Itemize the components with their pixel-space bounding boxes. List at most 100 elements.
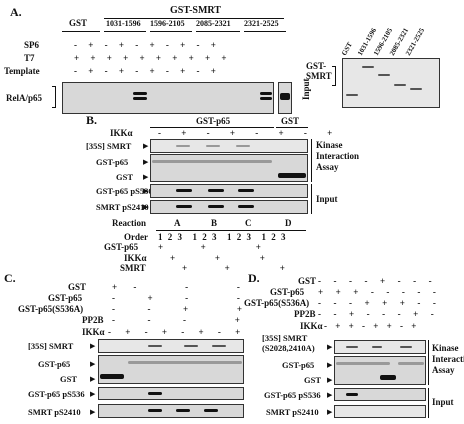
pointer-arrow-icon: ▶	[143, 203, 149, 211]
panel-b-blot-ps2410	[150, 200, 308, 214]
panel-b-ikk-signs: - + - + - + - +	[158, 128, 333, 138]
panel-d-top-label: GST-p65(S536A)	[244, 298, 310, 308]
panel-d-section-rule	[428, 340, 429, 385]
panel-d-top-signs: - - - - + - - -	[318, 276, 432, 286]
panel-c-top-signs: - - - +	[112, 315, 240, 325]
panel-b-reaction-d: D	[285, 218, 292, 228]
panel-a-row-sp6-label: SP6	[24, 40, 40, 50]
panel-b-order-row-values: + + +	[182, 263, 285, 273]
panel-b-blot-smrt	[150, 139, 308, 153]
panel-c-band	[148, 392, 162, 395]
panel-c-top-label: PP2B	[82, 315, 104, 325]
panel-d-band	[372, 346, 382, 348]
panel-d-row-label: GST-p65 pS536	[264, 390, 321, 400]
panel-b-band	[176, 189, 192, 192]
panel-c-band	[128, 361, 242, 364]
panel-b-band	[278, 173, 306, 178]
panel-b-order-numbers: 1 2 3 1 2 3 1 2 3 1 2 3	[158, 232, 286, 242]
panel-a-blot-label: RelA/p65	[6, 93, 42, 103]
panel-b-band	[238, 189, 254, 192]
panel-d-top-signs: + + + - - - - -	[318, 287, 436, 297]
panel-a-row-t7-label: T7	[24, 53, 35, 63]
panel-b-band	[152, 160, 272, 163]
panel-d-band	[380, 375, 396, 380]
panel-c-band	[204, 409, 218, 412]
panel-b-blot-ps536	[150, 184, 308, 198]
panel-a-fragment-3: 2085-2321	[196, 19, 231, 28]
panel-b-band	[238, 205, 254, 208]
panel-b-row-label: GST-p65	[96, 157, 129, 167]
panel-b-band	[208, 189, 224, 192]
panel-c-top-signs: - + - -	[112, 293, 240, 303]
panel-b-section-kinase: Kinase Interaction Assay	[316, 140, 359, 172]
panel-a-gel-band	[394, 84, 406, 86]
panel-a-gel-lane-1: GST	[340, 40, 355, 57]
panel-b-reaction-b: B	[211, 218, 218, 228]
panel-d-ikk-signs: - + + - + + - +	[324, 321, 417, 331]
pointer-arrow-icon: ▶	[327, 391, 333, 399]
panel-a-gst-header: GST	[69, 18, 88, 28]
panel-a-gst-underline	[62, 31, 100, 32]
panel-d-top-signs: - - + - - - + -	[318, 309, 434, 319]
pointer-arrow-icon: ▶	[90, 390, 96, 398]
panel-d-section-input: Input	[432, 397, 454, 407]
panel-a-gel-band	[410, 88, 422, 90]
panel-c-blot-ps2410	[98, 404, 244, 418]
pointer-arrow-icon: ▶	[90, 408, 96, 416]
panel-a-bracket	[52, 86, 56, 108]
panel-b-header-underline	[150, 127, 274, 128]
panel-c-blot-proteins	[98, 355, 244, 384]
panel-b-row-label: GST-p65 pS536	[96, 186, 153, 196]
panel-c-band	[148, 345, 162, 347]
panel-b-order-row-label: IKKα	[124, 253, 147, 263]
panel-b-section-rule	[311, 184, 312, 214]
panel-b-section-rule	[311, 139, 312, 182]
panel-d-row-label: GST	[304, 375, 322, 385]
panel-a-side-label: GST- SMRT	[306, 61, 332, 81]
panel-a-gel-band	[346, 94, 358, 96]
panel-d-band	[346, 393, 358, 396]
panel-c-top-label: GST-p65	[48, 293, 83, 303]
panel-a-frag-underline-3	[196, 31, 240, 32]
panel-b-letter: B.	[86, 113, 98, 127]
panel-c-blot-smrt	[98, 339, 244, 353]
panel-a-fragment-1: 1031-1596	[106, 19, 141, 28]
panel-a-gel	[342, 58, 440, 108]
panel-a-row-template-signs: - + - + - + - + - +	[74, 66, 216, 76]
panel-d-band	[398, 362, 424, 365]
pointer-arrow-icon: ▶	[90, 360, 96, 368]
panel-c-band	[184, 345, 198, 347]
panel-a-letter: A.	[10, 5, 22, 19]
panel-b-order-row-values: + + +	[158, 242, 261, 252]
panel-c-row-label: GST-p65 pS536	[28, 389, 85, 399]
panel-b-order-row-label: GST-p65	[104, 242, 139, 252]
panel-d-blot-proteins	[334, 356, 426, 385]
panel-b-reaction-a: A	[174, 218, 181, 228]
panel-b-band	[208, 205, 224, 208]
panel-d-top-label: PP2B	[294, 309, 316, 319]
panel-b-reaction-rule	[156, 230, 306, 231]
panel-a-gst-smrt-header: GST-SMRT	[170, 5, 221, 16]
panel-c-band	[176, 409, 190, 412]
panel-a-band	[133, 97, 147, 100]
panel-a-smrt-bracket	[104, 18, 284, 19]
panel-b-header-gst-p65: GST-p65	[196, 116, 231, 126]
panel-b-order-row-label: SMRT	[120, 263, 146, 273]
panel-b-band	[236, 145, 250, 147]
panel-a-band	[260, 92, 272, 95]
panel-d-blot-ps536	[334, 388, 426, 401]
panel-a-fragment-2: 1596-2105	[150, 19, 185, 28]
panel-a-frag-underline-2	[150, 31, 192, 32]
panel-d-band	[346, 346, 358, 348]
pointer-arrow-icon: ▶	[90, 375, 96, 383]
panel-c-blot-ps536	[98, 387, 244, 400]
panel-c-ikk-label: IKKα	[82, 327, 105, 337]
panel-d-row-label: GST-p65	[282, 360, 315, 370]
panel-c-row-label: GST	[60, 374, 78, 384]
pointer-arrow-icon: ▶	[90, 342, 96, 350]
panel-c-row-label: GST-p65	[38, 359, 71, 369]
panel-d-section-rule	[428, 388, 429, 418]
panel-d-band	[400, 346, 412, 348]
panel-d-section-kinase: Kinase Interaction Assay	[432, 343, 464, 375]
